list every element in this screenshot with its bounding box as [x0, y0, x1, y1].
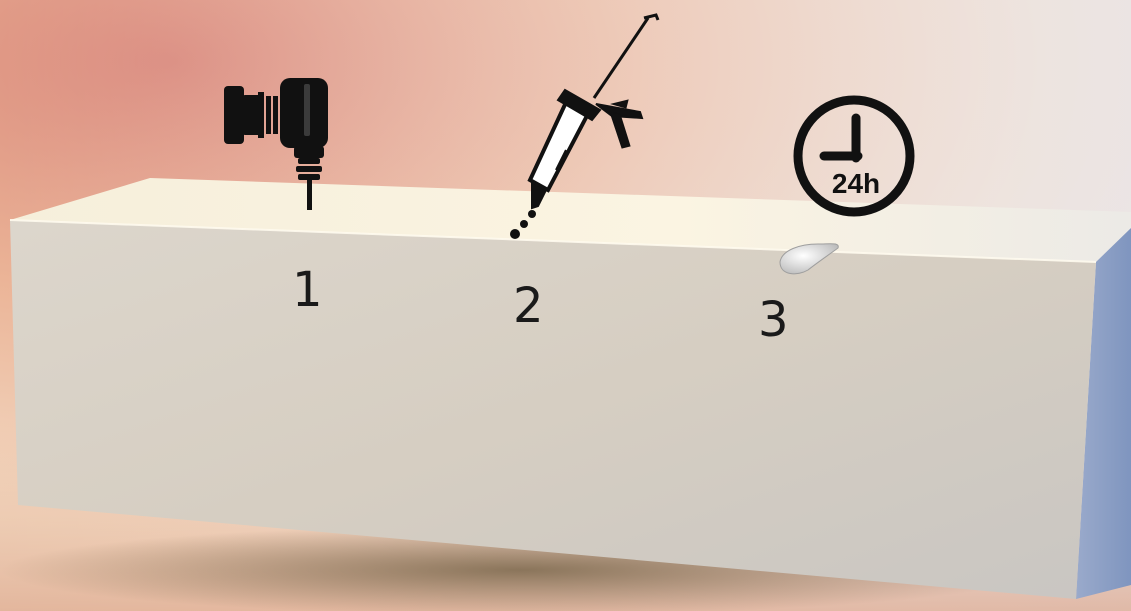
step-2-number: 2 [513, 278, 544, 334]
step-3-number: 3 [758, 292, 789, 348]
clock-24h-icon: 24h [793, 95, 915, 217]
step-1-number: 1 [292, 262, 323, 318]
concrete-block [9, 178, 1131, 599]
clock-timer-label: 24h [832, 168, 880, 199]
caulking-gun-icon [510, 13, 660, 239]
block-top-face [10, 178, 1131, 262]
block-top-edge [9, 219, 1097, 263]
drill-icon [224, 78, 328, 210]
sealant-blob [779, 243, 839, 275]
block-side-face [1076, 228, 1131, 599]
block-front-face [10, 220, 1096, 599]
